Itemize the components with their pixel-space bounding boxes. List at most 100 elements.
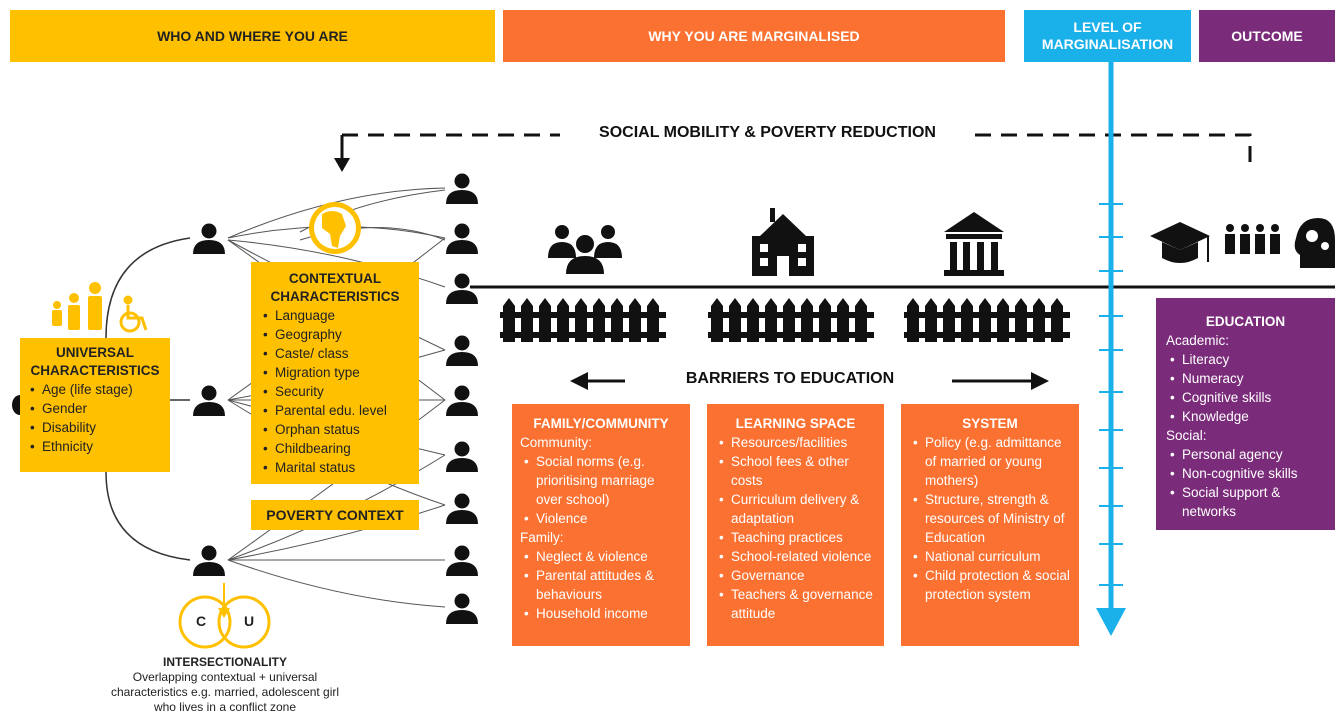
universal-characteristics-box: UNIVERSAL CHARACTERISTICS Age (life stag… [20,338,170,472]
family-title: FAMILY/COMMUNITY [533,416,669,431]
universal-list: Age (life stage) Gender Disability Ethni… [26,380,164,456]
system-item: Policy (e.g. admittance of married or yo… [909,433,1071,490]
universal-left-marker [12,395,20,415]
community-item: Violence [520,509,682,528]
community-list: Social norms (e.g. prioritising marriage… [520,452,682,528]
system-title: SYSTEM [962,416,1018,431]
header-who-label: WHO AND WHERE YOU ARE [157,27,348,44]
system-box: SYSTEM Policy (e.g. admittance of marrie… [901,404,1079,646]
mobility-label: SOCIAL MOBILITY & POVERTY REDUCTION [599,124,936,141]
learning-item: School-related violence [715,547,876,566]
family-icon [1225,224,1280,254]
intersectionality-title: INTERSECTIONALITY [162,655,287,669]
learning-list: Resources/facilities School fees & other… [715,433,876,623]
social-item: Social support & networks [1166,483,1325,521]
contextual-item: Language [259,306,411,325]
contextual-item: Geography [259,325,411,344]
learning-item: Governance [715,566,876,585]
person-icon [446,273,478,304]
header-outcome-label: OUTCOME [1231,27,1303,44]
contextual-title: CONTEXTUAL CHARACTERISTICS [270,271,400,304]
community-item: Social norms (e.g. prioritising marriage… [520,452,682,509]
mobility-dashed-line [342,133,1252,172]
marginalisation-arrow [1096,62,1126,636]
learning-space-box: LEARNING SPACE Resources/facilities Scho… [707,404,884,646]
community-label: Community: [520,435,593,450]
academic-list: Literacy Numeracy Cognitive skills Knowl… [1166,350,1325,426]
graduation-cap-icon [1150,222,1210,263]
academic-item: Knowledge [1166,407,1325,426]
academic-item: Numeracy [1166,369,1325,388]
arrow-right-icon [952,372,1049,390]
intersectionality-desc-line: characteristics e.g. married, adolescent… [110,685,340,699]
person-icon [446,173,478,204]
universal-connector-top [105,237,191,339]
contextual-item: Marital status [259,458,411,477]
learning-item: School fees & other costs [715,452,876,490]
system-list: Policy (e.g. admittance of married or yo… [909,433,1071,604]
person-icon [446,493,478,524]
school-icon [752,208,814,276]
learning-item: Teaching practices [715,528,876,547]
universal-item: Gender [26,399,164,418]
person-icon [446,593,478,624]
intersectionality-c-label: C [196,613,207,629]
social-item: Non-cognitive skills [1166,464,1325,483]
universal-connector-bottom [105,471,191,561]
intersectionality-desc-line: who lives in a conflict zone [153,700,297,714]
universal-title: UNIVERSAL CHARACTERISTICS [30,345,160,378]
intersectionality-u-label: U [244,613,255,629]
contextual-item: Security [259,382,411,401]
header-why-marginalised: WHY YOU ARE MARGINALISED [503,10,1005,62]
group-icon [548,225,622,274]
header-why-label: WHY YOU ARE MARGINALISED [648,27,860,44]
contextual-item: Caste/ class [259,344,411,363]
system-item: Structure, strength & resources of Minis… [909,490,1071,547]
intersectionality-desc-line: Overlapping contextual + universal [132,670,318,684]
person-icon [193,545,225,576]
universal-item: Age (life stage) [26,380,164,399]
system-item: Child protection & social protection sys… [909,566,1071,604]
disability-icon [119,295,148,333]
head-gears-icon [1294,218,1335,268]
family-item: Parental attitudes & behaviours [520,566,682,604]
person-icon [446,441,478,472]
learning-item: Resources/facilities [715,433,876,452]
header-level-line2: MARGINALISATION [1041,36,1174,52]
person-icon [446,223,478,254]
social-list: Personal agency Non-cognitive skills Soc… [1166,445,1325,521]
education-box: EDUCATION Academic: Literacy Numeracy Co… [1156,298,1335,530]
header-level: LEVEL OF MARGINALISATION [1024,10,1191,62]
person-icon [193,385,225,416]
barriers-label: BARRIERS TO EDUCATION [685,370,895,387]
fence-icon [708,298,874,342]
header-who-and-where: WHO AND WHERE YOU ARE [10,10,495,62]
family-item: Neglect & violence [520,547,682,566]
header-outcome: OUTCOME [1199,10,1335,62]
header-level-line1: LEVEL OF [1073,19,1142,36]
contextual-item: Childbearing [259,439,411,458]
intersectionality-caption: INTERSECTIONALITY Overlapping contextual… [80,655,370,715]
contextual-item: Parental edu. level [259,401,411,420]
social-label: Social: [1166,428,1207,443]
family-icon [52,282,102,330]
intersectionality-venn [178,583,271,649]
learning-item: Curriculum delivery & adaptation [715,490,876,528]
academic-item: Cognitive skills [1166,388,1325,407]
academic-label: Academic: [1166,333,1230,348]
government-building-icon [944,212,1004,276]
globe-icon [309,202,361,254]
person-icon [193,223,225,254]
contextual-item: Orphan status [259,420,411,439]
fence-icon [500,298,666,342]
contextual-list: Language Geography Caste/ class Migratio… [259,306,411,477]
universal-item: Ethnicity [26,437,164,456]
family-list: Neglect & violence Parental attitudes & … [520,547,682,623]
family-label: Family: [520,530,564,545]
arrow-left-icon [570,372,625,390]
person-icon [446,385,478,416]
poverty-context-box: POVERTY CONTEXT [251,500,419,530]
system-item: National curriculum [909,547,1071,566]
academic-item: Literacy [1166,350,1325,369]
